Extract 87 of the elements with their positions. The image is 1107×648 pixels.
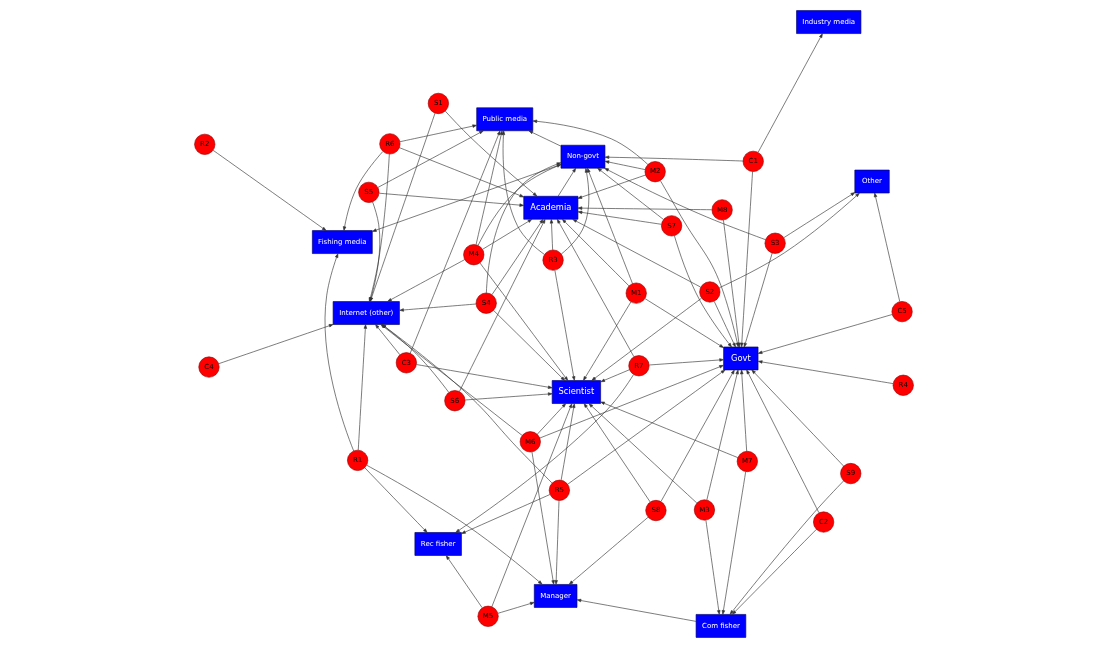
arrow	[577, 210, 662, 225]
arrow	[745, 369, 819, 514]
arrow	[604, 160, 645, 170]
arrow	[576, 598, 696, 622]
arrow	[212, 150, 326, 231]
arrow	[481, 219, 532, 250]
arrow	[600, 369, 630, 383]
arrow	[577, 174, 646, 199]
arrow	[706, 369, 739, 501]
arrow	[497, 601, 534, 614]
arrow	[596, 167, 664, 220]
arrow	[531, 451, 555, 585]
arrow	[743, 252, 773, 348]
arrow	[583, 403, 651, 503]
arrow	[528, 130, 561, 147]
arrow	[588, 403, 697, 504]
arrow	[549, 219, 553, 251]
arrow	[398, 303, 476, 312]
arrow	[554, 269, 575, 381]
arrow	[398, 147, 524, 198]
node-box: Govt	[722, 346, 758, 371]
arrow	[454, 374, 634, 533]
arrow	[342, 151, 383, 231]
arrow	[377, 130, 484, 188]
arrow	[479, 262, 568, 381]
arrow	[464, 392, 552, 401]
arrow	[721, 471, 746, 615]
arrow	[739, 369, 747, 452]
arrow	[475, 130, 503, 246]
arrow	[731, 529, 817, 615]
arrow	[445, 555, 482, 609]
arrow	[751, 369, 844, 467]
arrow	[501, 130, 545, 255]
arrow	[705, 519, 720, 615]
arrow	[399, 124, 477, 143]
arrow	[557, 167, 576, 197]
arrow	[713, 301, 736, 348]
arrow	[718, 192, 860, 288]
arrow	[536, 403, 566, 435]
arrow	[648, 358, 724, 366]
arrow	[357, 324, 367, 451]
arrow	[365, 464, 542, 585]
arrow	[604, 155, 743, 162]
arrow	[477, 164, 561, 246]
arrow	[560, 403, 575, 481]
arrow	[757, 360, 893, 384]
arrow	[409, 130, 500, 354]
arrow	[603, 167, 766, 240]
arrow	[739, 171, 753, 348]
arrow	[757, 314, 893, 354]
arrow	[539, 365, 724, 439]
arrow	[458, 219, 545, 392]
arrow	[491, 218, 543, 295]
arrow	[556, 218, 634, 358]
arrow	[485, 162, 561, 294]
arrow	[673, 235, 732, 348]
arrow	[729, 480, 844, 615]
arrow	[599, 401, 738, 458]
arrow	[444, 110, 537, 197]
arrow	[873, 192, 900, 302]
arrow	[218, 324, 333, 364]
arrow	[491, 403, 572, 607]
node-box: Academia	[522, 195, 578, 220]
arrow	[560, 168, 589, 255]
arrow	[324, 253, 354, 452]
arrow	[582, 301, 631, 381]
arrow	[364, 467, 427, 533]
arrow	[568, 516, 648, 585]
arrow	[783, 192, 855, 238]
arrow	[757, 33, 823, 153]
arrow	[532, 119, 648, 165]
arrow	[586, 168, 633, 284]
arrow	[591, 297, 702, 381]
arrow	[554, 500, 559, 585]
arrow	[577, 206, 712, 211]
arrow	[571, 219, 701, 288]
arrow	[371, 164, 561, 232]
arrow	[644, 298, 724, 348]
arrow	[415, 364, 552, 389]
arrow	[566, 369, 725, 485]
arrow	[660, 369, 735, 502]
arrow	[378, 192, 524, 207]
arrow	[386, 259, 465, 302]
arrow	[460, 494, 550, 534]
node-box: Scientist	[551, 380, 601, 404]
arrow	[561, 218, 629, 287]
arrow	[492, 310, 565, 381]
